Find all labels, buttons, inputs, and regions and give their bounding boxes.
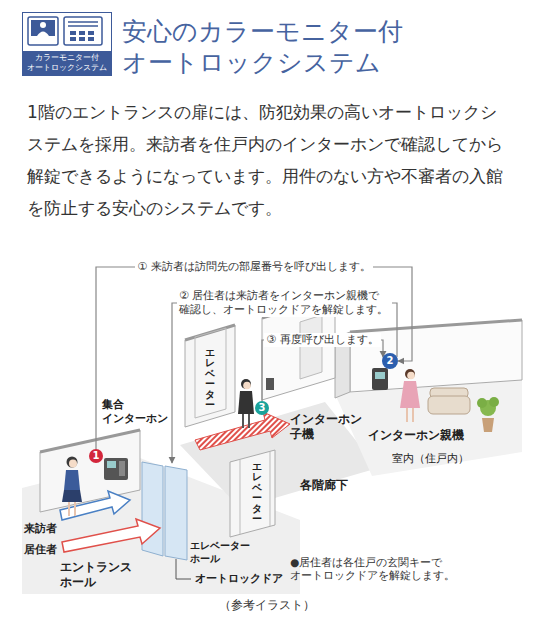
leg — [412, 408, 414, 422]
part-name: エレベーター — [252, 462, 262, 525]
room-figure — [400, 369, 420, 422]
dress — [400, 381, 420, 408]
title: 安心のカラーモニター付 オートロックシステム — [122, 16, 405, 79]
intercom-screen — [375, 372, 385, 379]
key-symbol — [79, 37, 85, 41]
callout-circle: 2 — [382, 353, 398, 369]
note: ●居住者は各住戸の玄関キーで オートロックドアを解錠します。 — [290, 556, 457, 582]
leg — [68, 502, 70, 516]
elevator-door — [270, 451, 271, 526]
part-name: エレベーター — [205, 348, 215, 411]
route-name: 居住者 — [24, 543, 57, 557]
person-symbol — [37, 32, 49, 37]
blouse — [64, 470, 80, 490]
flow-label: ② 居住者は来訪者をインターホン親機で 確認し、オートロックドアを解錠します。 — [177, 289, 392, 317]
callout-number: 2 — [387, 356, 394, 366]
monitor-screen — [31, 20, 55, 36]
key-symbol — [88, 37, 94, 41]
part-name: インターホン親機 — [368, 428, 464, 443]
face — [243, 382, 251, 390]
resident-figure — [238, 379, 254, 428]
flow-label: ① 来訪者は訪問先の部屋番号を呼び出します。 — [135, 260, 372, 274]
leg — [406, 408, 408, 422]
resident-route-arrow — [62, 519, 160, 552]
face — [69, 460, 77, 468]
skirt — [62, 490, 82, 502]
wall-top — [350, 320, 522, 332]
area-name: エレベーター ホール — [190, 540, 252, 565]
callout-circle: 3 — [255, 401, 269, 415]
intercom-keypad — [119, 461, 125, 476]
key-symbol — [70, 37, 76, 41]
panel-symbol — [64, 17, 102, 45]
caption: （参考イラスト） — [219, 598, 315, 613]
flow-arrow — [96, 267, 412, 449]
part-name: インターホン 子機 — [290, 412, 364, 442]
elevator-door — [195, 328, 226, 418]
panel-line — [68, 25, 98, 27]
intercom-screen — [107, 461, 116, 468]
room-floor — [335, 380, 522, 476]
hair — [241, 379, 251, 389]
glass-door — [165, 466, 187, 560]
suit — [238, 391, 254, 414]
elevator-wall — [185, 325, 235, 427]
plant — [477, 398, 487, 408]
leader-line — [176, 559, 191, 579]
resident-route-arrow — [195, 412, 290, 450]
visitor-route-arrow — [60, 491, 130, 520]
area-name: 各階廊下 — [300, 478, 348, 493]
hair — [67, 457, 78, 468]
person-symbol — [40, 22, 46, 28]
hair — [405, 369, 415, 379]
elevator-wall — [230, 450, 275, 537]
room-wall — [350, 320, 522, 392]
callout-circle: 1 — [89, 449, 103, 463]
leg — [242, 414, 244, 428]
flow-label: ③ 再度呼び出します。 — [264, 333, 380, 347]
face — [407, 372, 415, 380]
panel-line — [68, 21, 98, 23]
flow-arrow — [262, 340, 383, 401]
callout-number: 3 — [259, 403, 266, 413]
elevator-door — [240, 459, 241, 534]
plant — [489, 397, 499, 407]
part-name: 集合 インターホン — [102, 398, 170, 426]
leg — [74, 502, 76, 516]
entrance-intercom — [104, 458, 128, 480]
key-symbol — [88, 31, 94, 35]
callout-number: 1 — [93, 451, 100, 461]
wall-top — [40, 430, 140, 452]
monitor-symbol — [28, 17, 58, 45]
key-symbol — [79, 31, 85, 35]
body-text: 1階のエントランスの扉には、防犯効果の高いオートロックシステムを採用。来訪者を住… — [27, 96, 509, 224]
route-name: 来訪者 — [24, 522, 57, 536]
sofa — [428, 396, 470, 414]
leg — [248, 414, 250, 428]
master-intercom — [372, 368, 388, 390]
plant-pot — [482, 418, 494, 432]
icon-caption: カラーモニター付 オートロックシステム — [23, 51, 111, 75]
unlock-flow-line — [172, 303, 397, 463]
key-symbol — [70, 31, 76, 35]
feature-icon: カラーモニター付 オートロックシステム — [22, 12, 112, 76]
visitor-figure — [62, 457, 82, 517]
area-name: 室内（住戸内） — [392, 452, 469, 466]
area-name: エントランス ホール — [60, 560, 134, 590]
intercom-handset — [266, 378, 274, 390]
part-name: オートロックドア — [195, 572, 283, 586]
